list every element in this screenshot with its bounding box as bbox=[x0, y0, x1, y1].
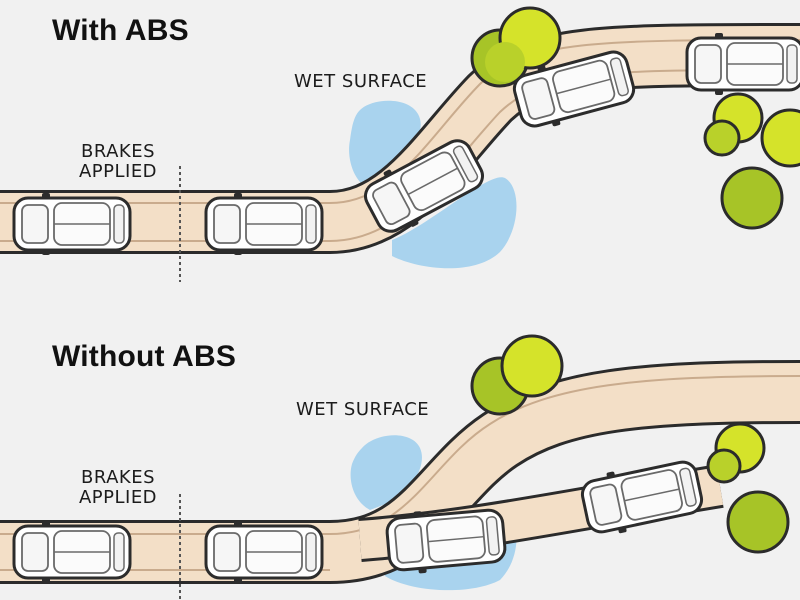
car-icon bbox=[577, 453, 707, 541]
title-with-abs: With ABS bbox=[52, 14, 189, 47]
tree-icon bbox=[720, 166, 784, 230]
wet-surface-patch bbox=[349, 100, 421, 190]
car-icon bbox=[204, 519, 324, 585]
car-icon bbox=[685, 31, 800, 97]
wet-surface-patch bbox=[392, 177, 517, 269]
title-without-abs: Without ABS bbox=[52, 340, 237, 373]
tree-icon bbox=[470, 334, 564, 416]
tree-icon bbox=[703, 92, 764, 157]
wet-surface-label: WET SURFACE bbox=[296, 399, 430, 420]
car-icon bbox=[204, 191, 324, 257]
brakes-applied-label: BRAKES APPLIED bbox=[66, 142, 170, 182]
car-icon bbox=[12, 191, 132, 257]
brakes-label-line1: BRAKES bbox=[80, 467, 156, 488]
brakes-label-line2: APPLIED bbox=[78, 161, 158, 182]
tree-icon bbox=[706, 422, 766, 484]
brakes-applied-label: BRAKES APPLIED bbox=[66, 468, 170, 508]
wet-surface-label: WET SURFACE bbox=[294, 71, 428, 92]
tree-icon bbox=[470, 6, 562, 88]
car-icon bbox=[12, 519, 132, 585]
tree-icon bbox=[726, 490, 790, 554]
brakes-label-line2: APPLIED bbox=[78, 487, 158, 508]
tree-icon bbox=[760, 108, 800, 168]
brakes-label-line1: BRAKES bbox=[80, 141, 156, 162]
